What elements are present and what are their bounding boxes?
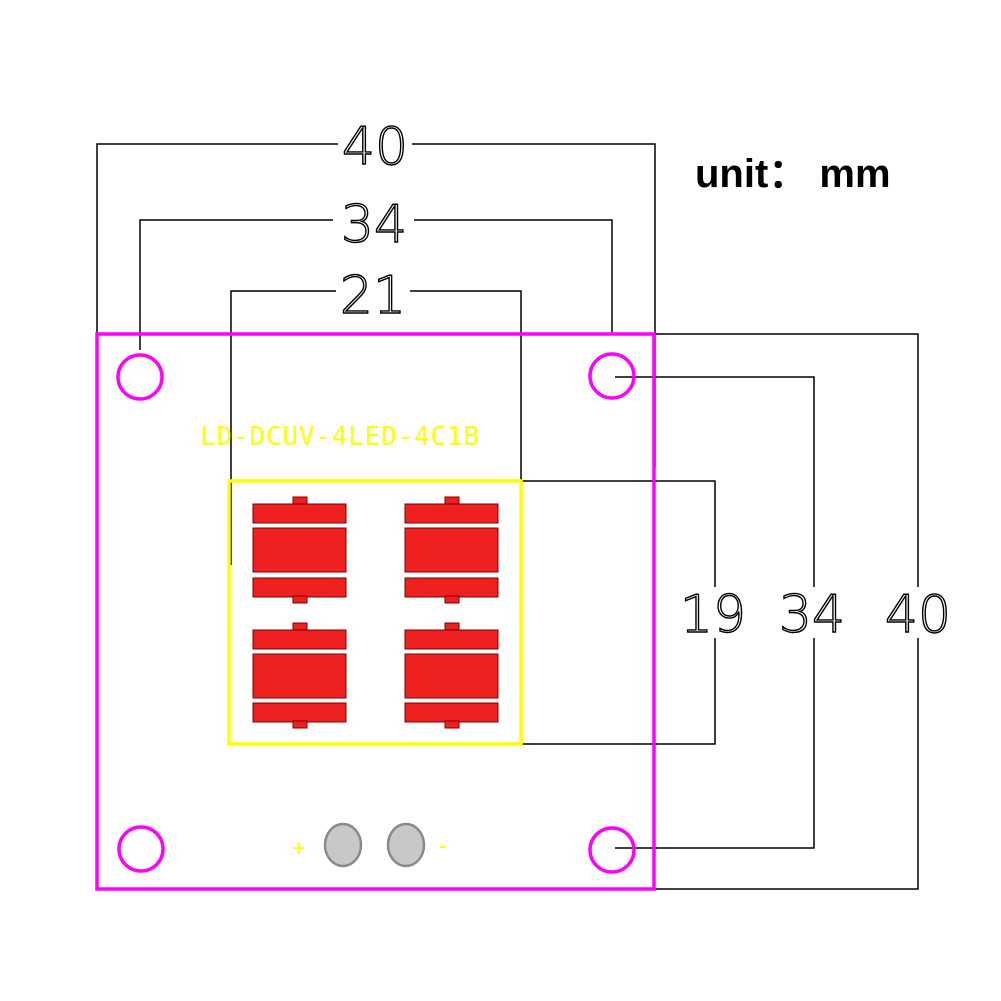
dim-board-height: 40 (585, 333, 952, 890)
led-pad-center (252, 527, 347, 573)
polarity-plus-label: + (292, 836, 305, 861)
led-pad-center (252, 653, 347, 699)
led-area-frame (227, 479, 523, 746)
led-tab-bottom (444, 720, 460, 729)
led-pad-center (404, 527, 499, 573)
dim-label-hole-spacing-y: 34 (779, 585, 845, 645)
dim-label-hole-spacing-x: 34 (341, 195, 407, 255)
led-chip (404, 496, 499, 604)
dim-board-width: 40 (96, 116, 656, 467)
led-tab-bottom (292, 595, 308, 604)
led-pad-top (252, 503, 347, 524)
led-pad-top (404, 503, 499, 524)
led-pad-bottom (252, 702, 347, 723)
solder-pad-positive (323, 822, 363, 868)
mounting-hole-bottom-left (117, 825, 165, 873)
led-pad-bottom (404, 577, 499, 598)
dim-label-led-area-height: 19 (680, 585, 746, 645)
led-array (252, 496, 499, 729)
mounting-hole-bottom-right (588, 826, 636, 874)
mounting-hole-top-right (588, 352, 636, 400)
led-pad-center (404, 653, 499, 699)
led-pad-top (404, 629, 499, 650)
led-chip (252, 496, 347, 604)
led-chip (252, 622, 347, 729)
dim-hole-spacing-x: 34 (139, 194, 613, 350)
led-pad-bottom (404, 702, 499, 723)
mounting-hole-top-left (116, 353, 164, 401)
solder-pad-negative (386, 822, 426, 868)
unit-label: unit： mm (695, 152, 891, 196)
dim-label-board-width: 40 (342, 117, 408, 177)
dim-led-area-height: 19 (521, 480, 747, 745)
led-tab-bottom (444, 595, 460, 604)
led-pad-top (252, 629, 347, 650)
dim-led-area-width: 21 (230, 265, 522, 565)
led-tab-bottom (292, 720, 308, 729)
polarity-minus-label: - (436, 834, 449, 859)
board-model-label: LD-DCUV-4LED-4C1B (200, 422, 480, 452)
dim-label-board-height: 40 (885, 585, 951, 645)
led-pad-bottom (252, 577, 347, 598)
dim-hole-spacing-y: 34 (615, 376, 846, 849)
dim-label-led-area-width: 21 (340, 266, 406, 326)
led-chip (404, 622, 499, 729)
board-outline (95, 332, 656, 891)
